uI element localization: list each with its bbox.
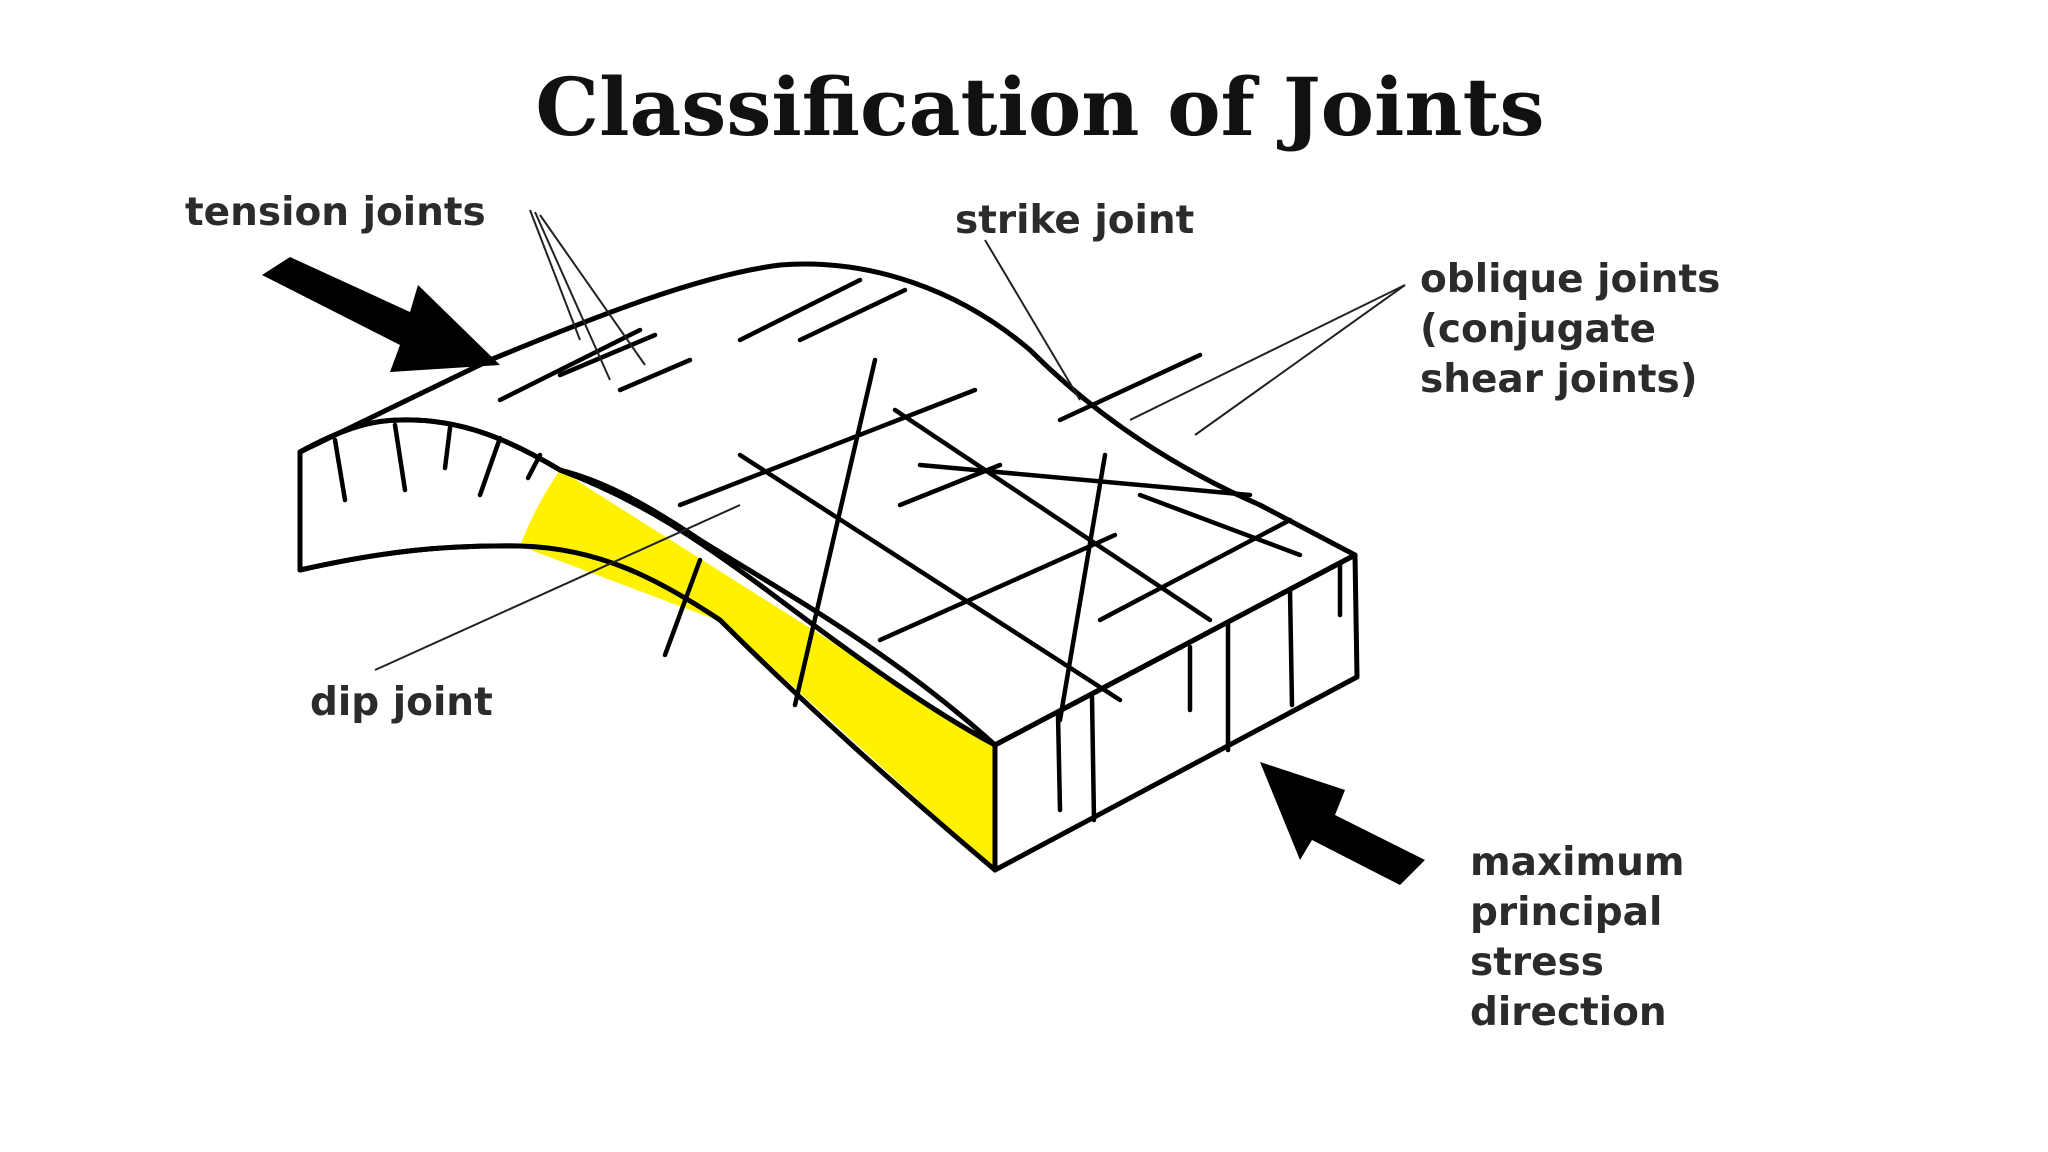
tension-joints-radial <box>332 422 543 503</box>
leader-lines <box>374 209 1406 671</box>
tension-joints-crest <box>497 277 908 403</box>
page-title: Classification of Joints <box>535 60 1544 154</box>
front-face-panel <box>520 470 995 870</box>
dip-joints <box>737 407 1303 703</box>
front-top-edge <box>557 467 998 748</box>
label-max-stress-line4: direction <box>1470 990 1667 1035</box>
label-dip-joint: dip joint <box>310 680 493 725</box>
label-oblique-joints-line2: (conjugate <box>1420 307 1656 352</box>
label-tension-joints: tension joints <box>185 190 486 235</box>
label-max-stress-line3: stress <box>1470 940 1604 985</box>
front-bottom-edge <box>297 543 998 873</box>
arrow-icon <box>1260 762 1425 885</box>
top-surface <box>297 261 1358 748</box>
label-oblique-joints-line3: shear joints) <box>1420 357 1698 402</box>
strike-joints <box>677 352 1293 643</box>
label-max-stress-line1: maximum <box>1470 840 1685 885</box>
label-max-stress-line2: principal <box>1470 890 1662 935</box>
label-strike-joint: strike joint <box>955 198 1194 243</box>
oblique-joints <box>662 357 1108 723</box>
anticline-block <box>297 261 1360 873</box>
end-face-joints <box>1055 562 1343 823</box>
label-oblique-joints-line1: oblique joints <box>1420 257 1720 302</box>
arrow-icon <box>262 257 500 372</box>
